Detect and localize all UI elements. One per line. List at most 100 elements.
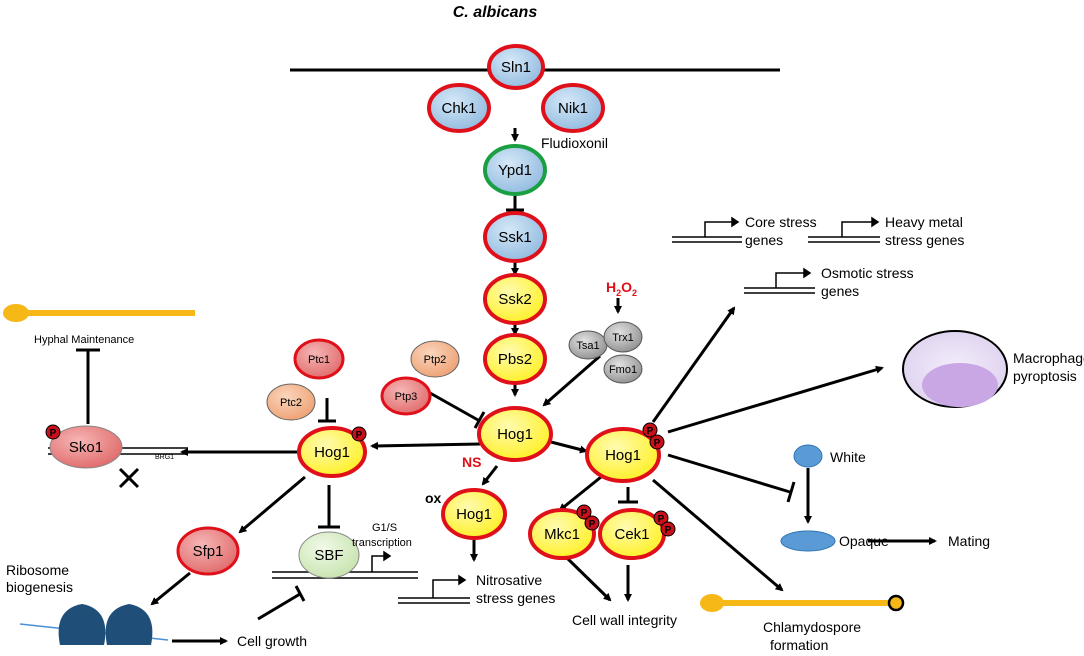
- gene-osmotic: [744, 267, 815, 294]
- svg-text:Cek1: Cek1: [614, 526, 649, 543]
- node-ptp2: Ptp2: [410, 340, 460, 378]
- macrophage-label-2: pyroptosis: [1013, 368, 1077, 384]
- svg-text:Sko1: Sko1: [69, 439, 103, 456]
- gene-core-stress: [672, 216, 742, 243]
- ox-label: ox: [425, 490, 442, 506]
- connectors: [76, 128, 937, 645]
- brg1-label: BRG1: [155, 454, 174, 461]
- node-sln1: Sln1: [487, 44, 545, 90]
- chlamydospore-label-2: formation: [770, 637, 828, 653]
- svg-text:Ypd1: Ypd1: [498, 162, 532, 179]
- node-hog1-center: Hog1: [477, 406, 553, 462]
- node-pbs2: Pbs2: [483, 333, 547, 385]
- chlamydospore-label-1: Chlamydospore: [763, 619, 861, 635]
- phospho-badge: P: [660, 521, 676, 537]
- node-hog1-left: Hog1: [297, 426, 367, 478]
- svg-text:Ptc2: Ptc2: [280, 397, 302, 409]
- cell-growth-label: Cell growth: [237, 633, 307, 649]
- svg-text:SBF: SBF: [314, 547, 343, 564]
- svg-text:Hog1: Hog1: [605, 447, 641, 464]
- node-ptp3: Ptp3: [380, 376, 432, 416]
- node-mkc1: Mkc1: [528, 508, 596, 560]
- phospho-badge: P: [351, 426, 367, 442]
- svg-text:P: P: [665, 525, 672, 536]
- svg-text:P: P: [581, 508, 588, 519]
- gene-nitrosative: [398, 574, 470, 604]
- svg-text:P: P: [654, 438, 661, 449]
- svg-text:Ptp3: Ptp3: [395, 391, 418, 403]
- node-ptc2: Ptc2: [266, 383, 316, 421]
- hypha-top: [3, 304, 195, 322]
- osmotic-label-1: Osmotic stress: [821, 265, 914, 281]
- ribosome-icon: [19, 604, 169, 645]
- opaque-cell: [780, 530, 836, 552]
- heavy-metal-label-2: stress genes: [885, 232, 964, 248]
- ns-label: NS: [462, 454, 481, 470]
- node-tsa1: Tsa1: [568, 330, 608, 360]
- macrophage-label-1: Macrophage: [1013, 350, 1084, 366]
- cell-wall-label: Cell wall integrity: [572, 612, 677, 628]
- phospho-badge: P: [45, 424, 61, 440]
- svg-text:Hog1: Hog1: [497, 426, 533, 443]
- svg-text:Ssk2: Ssk2: [498, 291, 531, 308]
- g1s-label-1: G1/S: [372, 522, 397, 534]
- node-sbf: SBF: [298, 531, 360, 579]
- svg-text:P: P: [647, 426, 654, 437]
- h2o2-label: H2O2: [606, 279, 637, 298]
- svg-text:Sfp1: Sfp1: [193, 543, 224, 560]
- ribosome-label-1: Ribosome: [6, 562, 69, 578]
- node-fmo1: Fmo1: [603, 354, 643, 384]
- svg-text:Mkc1: Mkc1: [544, 526, 580, 543]
- svg-text:Nik1: Nik1: [558, 100, 588, 117]
- opaque-label: Opaque: [839, 533, 889, 549]
- svg-text:Hog1: Hog1: [314, 444, 350, 461]
- svg-text:Sln1: Sln1: [501, 59, 531, 76]
- svg-text:P: P: [50, 428, 57, 439]
- node-sko1: Sko1: [49, 425, 123, 469]
- node-ssk2: Ssk2: [483, 273, 547, 325]
- phospho-badge: P: [642, 422, 658, 438]
- svg-text:Pbs2: Pbs2: [498, 351, 532, 368]
- svg-text:Chk1: Chk1: [441, 100, 476, 117]
- svg-text:P: P: [356, 430, 363, 441]
- node-hog1-ox: Hog1: [441, 488, 507, 540]
- phospho-badge: P: [584, 515, 600, 531]
- core-stress-label-2: genes: [745, 232, 783, 248]
- core-stress-label-1: Core stress: [745, 214, 817, 230]
- node-hog1-right: Hog1: [585, 427, 661, 483]
- svg-text:Ssk1: Ssk1: [498, 229, 531, 246]
- node-trx1: Trx1: [603, 321, 643, 353]
- macrophage-cell: [902, 330, 1008, 408]
- svg-text:P: P: [658, 514, 665, 525]
- node-nik1: Nik1: [541, 83, 605, 133]
- svg-text:P: P: [589, 519, 596, 530]
- svg-text:Fmo1: Fmo1: [609, 364, 637, 376]
- phospho-badge: P: [649, 434, 665, 450]
- svg-text:Hog1: Hog1: [456, 506, 492, 523]
- phospho-badge: P: [576, 504, 592, 520]
- mating-label: Mating: [948, 533, 990, 549]
- nitrosative-label-1: Nitrosative: [476, 572, 542, 588]
- heavy-metal-label-1: Heavy metal: [885, 214, 963, 230]
- phospho-badge: P: [653, 510, 669, 526]
- node-ssk1: Ssk1: [483, 211, 547, 263]
- fludioxonil-label: Fludioxonil: [541, 135, 608, 151]
- node-ypd1: Ypd1: [483, 144, 547, 196]
- repression-x-mark: [118, 467, 140, 489]
- chlamydospore-hypha: [700, 594, 905, 612]
- node-ptc1: Ptc1: [293, 338, 345, 380]
- svg-text:Ptc1: Ptc1: [308, 354, 330, 366]
- white-label: White: [830, 449, 866, 465]
- ribosome-label-2: biogenesis: [6, 579, 73, 595]
- g1s-label-2: transcription: [352, 537, 412, 549]
- diagram-title: C. albicans: [453, 4, 538, 21]
- osmotic-label-2: genes: [821, 283, 859, 299]
- nitrosative-label-2: stress genes: [476, 590, 555, 606]
- svg-text:Trx1: Trx1: [612, 332, 634, 344]
- node-chk1: Chk1: [427, 83, 491, 133]
- gene-heavy-metal: [808, 216, 880, 243]
- hyphal-maintenance-label: Hyphal Maintenance: [34, 334, 134, 346]
- svg-text:Tsa1: Tsa1: [576, 340, 599, 352]
- svg-text:Ptp2: Ptp2: [424, 354, 447, 366]
